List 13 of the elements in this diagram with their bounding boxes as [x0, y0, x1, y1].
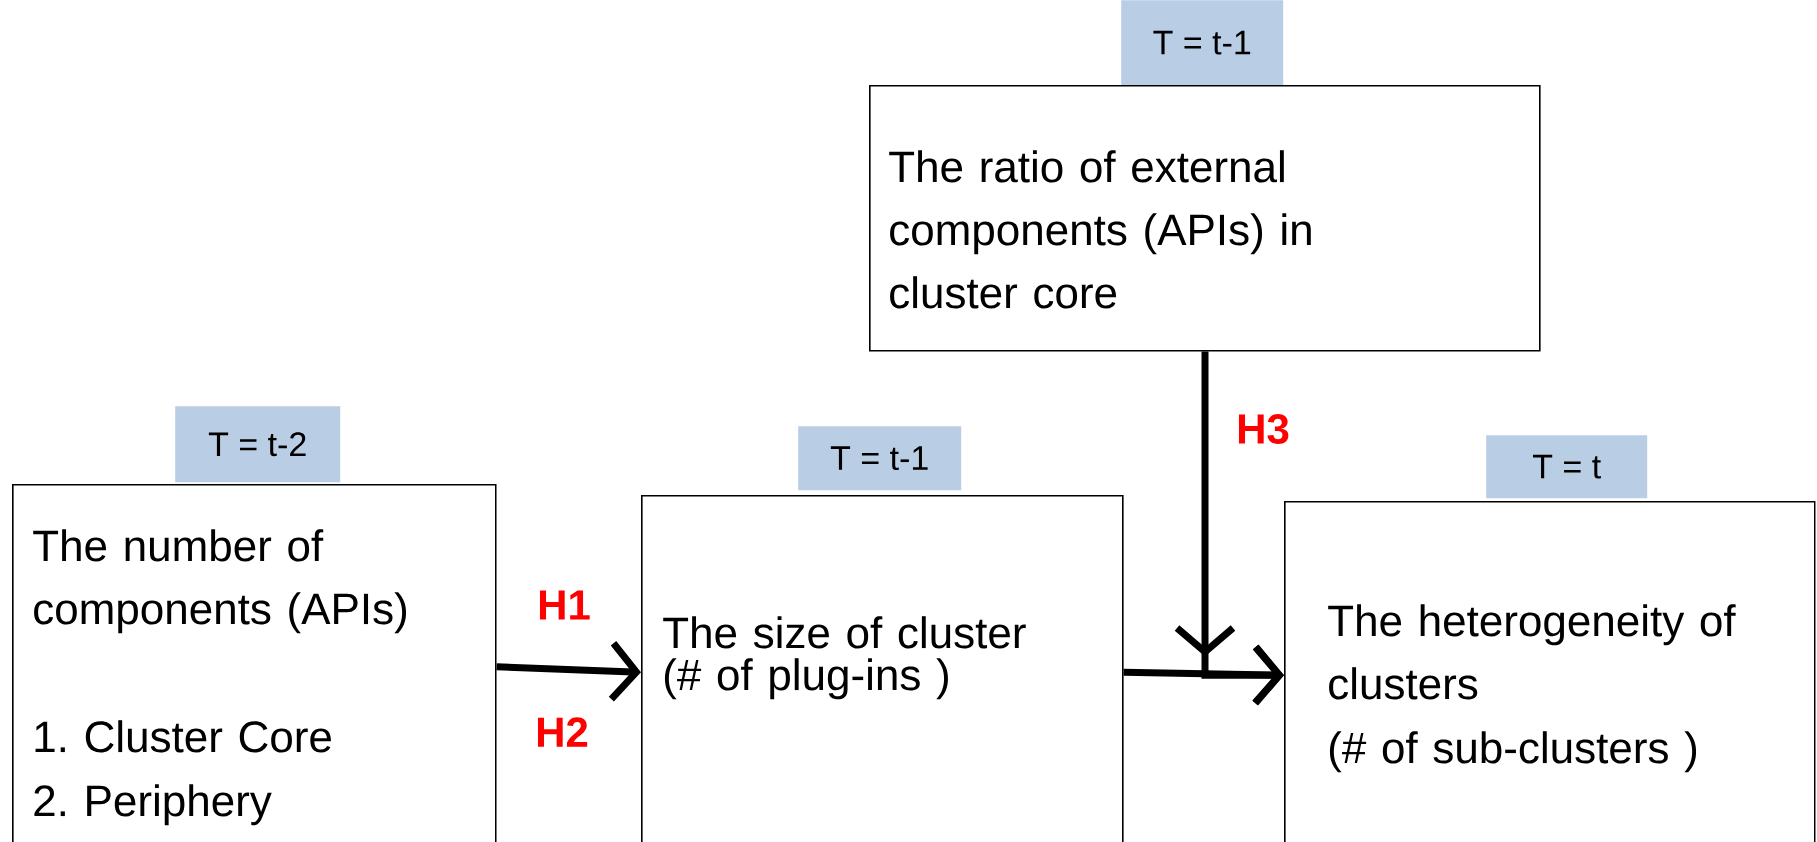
process-box: The size of cluster (# of plug-ins ) — [641, 495, 1124, 842]
hypothesis-label: H2 — [532, 714, 592, 750]
edge-label: H1 — [534, 587, 594, 623]
edge-label: H3 — [1233, 411, 1293, 447]
time-label: T = t-1 — [798, 426, 962, 491]
process-box: The number of components (APIs) 1. Cluster Core 2. Periphery — [12, 484, 497, 842]
time-label: T = t-1 — [1121, 0, 1284, 86]
process-box: The heterogeneity of clusters (# of sub-clusters ) — [1284, 501, 1816, 842]
time-label: T = t-2 — [175, 406, 341, 483]
arrow — [1174, 351, 1284, 706]
arrow — [496, 641, 641, 702]
process-box: The ratio of external components (APIs) in cluster core — [869, 85, 1541, 352]
time-label: T = t — [1486, 435, 1648, 499]
